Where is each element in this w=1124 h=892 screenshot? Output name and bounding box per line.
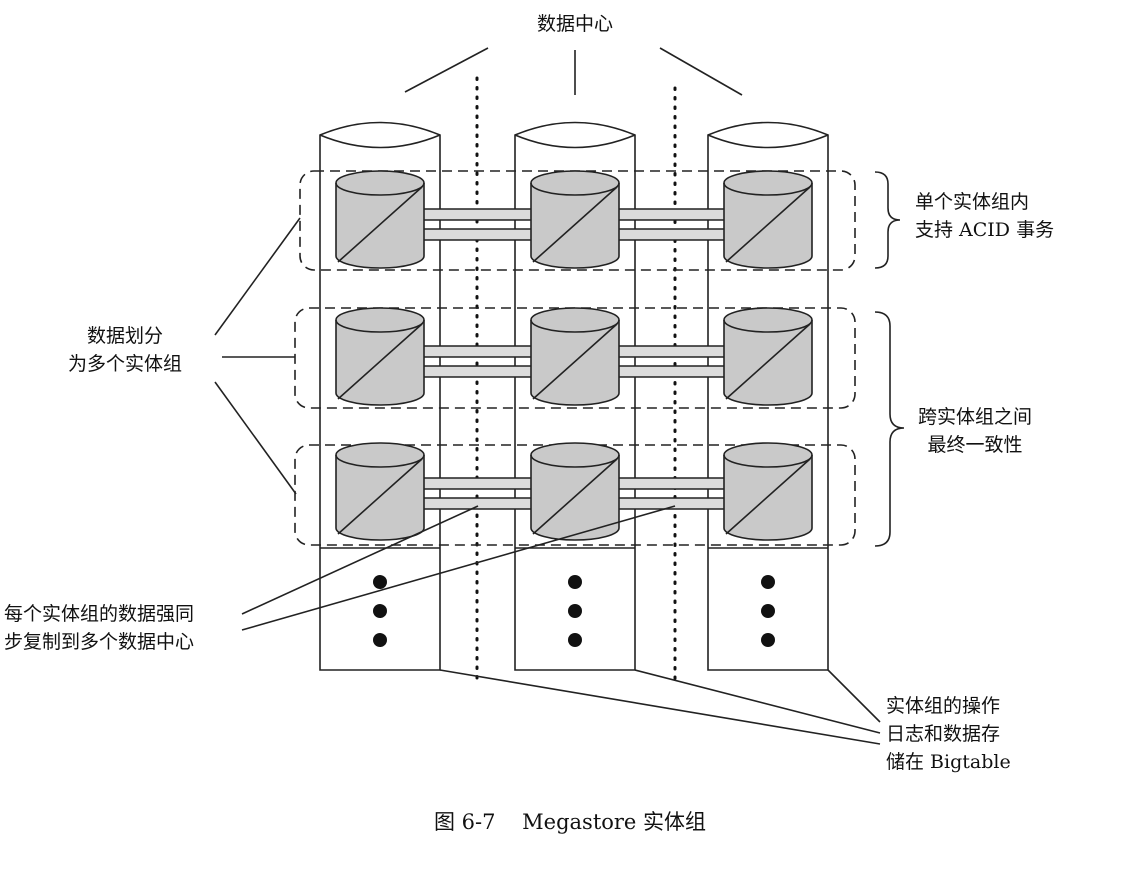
ellipsis-dot-c1-2 xyxy=(373,604,387,618)
eventual-consistency-label: 跨实体组之间 最终一致性 xyxy=(905,403,1045,459)
data-cylinder-r3-c2 xyxy=(530,442,620,541)
entity-group-cylinders xyxy=(335,170,813,541)
partition-label-line-2: 为多个实体组 xyxy=(67,353,182,375)
acid-label-line-2: 支持 ACID 事务 xyxy=(915,219,1055,241)
partition-label-line-1: 数据划分 xyxy=(86,325,163,347)
replication-label-line-1: 每个实体组的数据强同 xyxy=(4,603,195,625)
brace-eventual xyxy=(874,311,905,547)
data-cylinder-r1-c3 xyxy=(723,170,813,269)
eventual-label-line-1: 跨实体组之间 xyxy=(917,406,1032,428)
acid-label-line-1: 单个实体组内 xyxy=(915,191,1030,213)
eventual-label-line-2: 最终一致性 xyxy=(927,434,1023,456)
connector-line-left xyxy=(404,47,489,93)
data-cylinder-r2-c3 xyxy=(723,307,813,406)
data-cylinder-r3-c1 xyxy=(335,442,425,541)
figure-caption: 图 6-7 Megastore 实体组 xyxy=(433,810,707,834)
data-cylinder-r2-c1 xyxy=(335,307,425,406)
ellipsis-dot-c2-2 xyxy=(568,604,582,618)
bigtable-label: 实体组的操作 日志和数据存 储在 Bigtable xyxy=(886,692,1011,776)
data-cylinder-r2-c2 xyxy=(530,307,620,406)
bottom-right-leader-lines xyxy=(439,669,881,745)
connector-line-right xyxy=(659,47,743,96)
ellipsis-dot-c1-3 xyxy=(373,633,387,647)
ellipsis-dot-c3-2 xyxy=(761,604,775,618)
bottom-left-leader-lines xyxy=(241,505,676,631)
ellipsis-dots xyxy=(373,575,775,647)
brace-acid xyxy=(874,171,901,269)
partition-label: 数据划分 为多个实体组 xyxy=(40,322,210,378)
data-cylinder-r1-c1 xyxy=(335,170,425,269)
bigtable-label-line-1: 实体组的操作 xyxy=(886,695,1001,717)
data-cylinder-r3-c3 xyxy=(723,442,813,541)
bigtable-label-line-3: 储在 Bigtable xyxy=(886,751,1011,773)
ellipsis-dot-c3-1 xyxy=(761,575,775,589)
replication-label-line-2: 步复制到多个数据中心 xyxy=(4,631,195,653)
ellipsis-dot-c1-1 xyxy=(373,575,387,589)
bigtable-label-line-2: 日志和数据存 xyxy=(886,723,1001,745)
datacenter-connector-lines xyxy=(404,47,743,96)
datacenter-label: 数据中心 xyxy=(536,13,613,35)
ellipsis-dot-c3-3 xyxy=(761,633,775,647)
acid-label: 单个实体组内 支持 ACID 事务 xyxy=(915,188,1054,244)
replication-label: 每个实体组的数据强同 步复制到多个数据中心 xyxy=(4,600,194,656)
data-cylinder-r1-c2 xyxy=(530,170,620,269)
left-leader-lines xyxy=(214,217,301,495)
ellipsis-dot-c2-1 xyxy=(568,575,582,589)
ellipsis-dot-c2-3 xyxy=(568,633,582,647)
